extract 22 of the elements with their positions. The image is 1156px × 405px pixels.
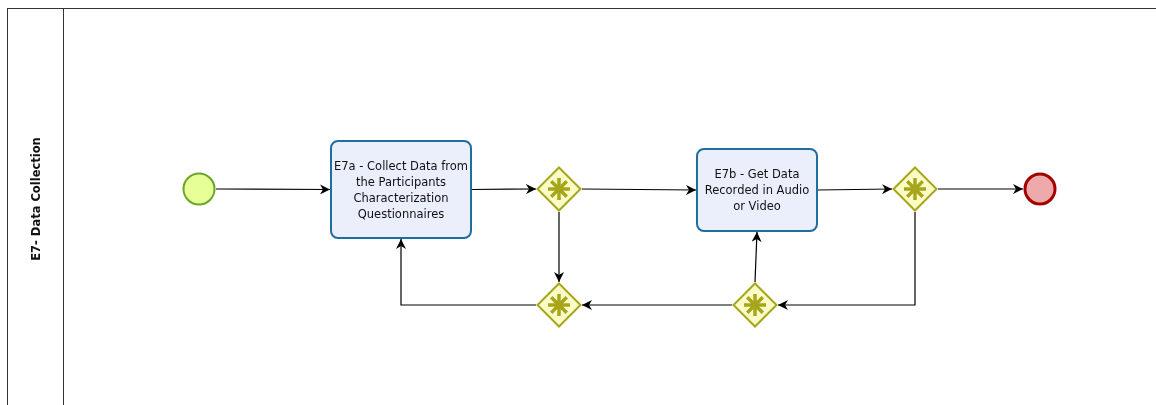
sequence-flow-arrow [554,211,564,283]
lane-title: E7- Data Collection [29,137,43,261]
sequence-flow-arrow [396,238,537,306]
task-box [696,148,818,232]
task-label: E7b - Get Data Recorded in Audio or Video [703,166,811,214]
task-box [330,140,472,239]
sequence-flow-arrow [581,184,697,195]
swimlane-pool [7,8,1156,405]
sequence-flow-arrow [581,300,733,310]
sequence-flow-arrow [471,184,537,195]
sequence-flow-arrow [751,231,762,283]
complex-gateway-diamond [892,166,938,212]
task-label: E7a - Collect Data from the Participants Characterization Questionnaires [334,157,468,222]
sequence-flow-arrow [777,211,916,310]
complex-gateway-diamond [732,282,778,328]
sequence-flow-arrow [215,184,331,195]
complex-gateway-diamond [536,166,582,212]
complex-gateway-diamond [536,282,582,328]
sequence-flow-arrow [817,184,893,195]
end-event-circle [1023,172,1057,206]
sequence-flow-arrow [937,184,1024,194]
start-event-circle [182,172,216,206]
